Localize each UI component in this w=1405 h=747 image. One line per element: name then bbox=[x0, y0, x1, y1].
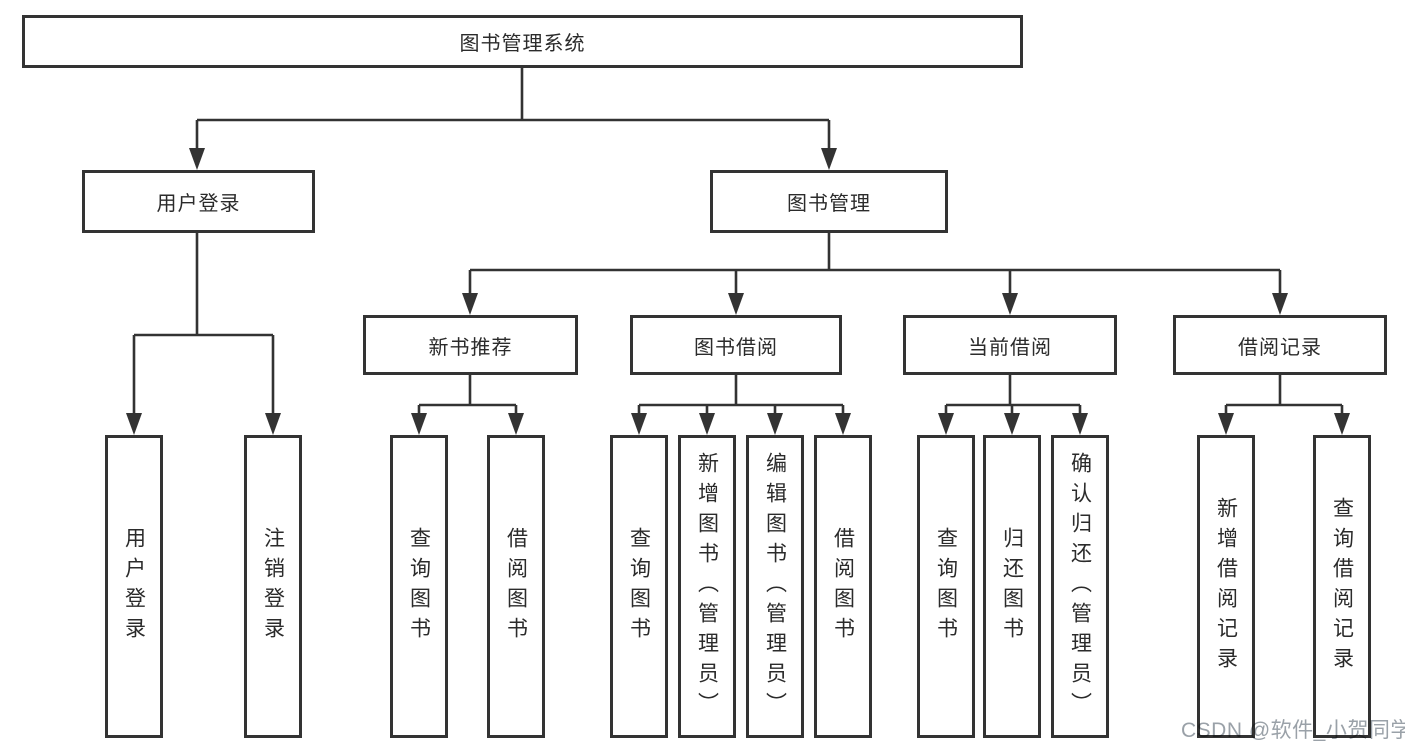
edge-user-login-to-leaves bbox=[132, 233, 275, 417]
edge-records-to-leaves bbox=[1224, 375, 1344, 417]
node-leaf-borrow-query-books: 查询图书 bbox=[610, 435, 668, 738]
node-borrow-records: 借阅记录 bbox=[1173, 315, 1387, 375]
node-leaf-records-query-record: 查询借阅记录 bbox=[1313, 435, 1371, 738]
node-leaf-recommend-query-books: 查询图书 bbox=[390, 435, 448, 738]
node-book-manage: 图书管理 bbox=[710, 170, 948, 233]
node-leaf-records-add-record: 新增借阅记录 bbox=[1197, 435, 1255, 738]
node-root-system: 图书管理系统 bbox=[22, 15, 1023, 68]
node-current-borrow: 当前借阅 bbox=[903, 315, 1117, 375]
node-leaf-current-query-books: 查询图书 bbox=[917, 435, 975, 738]
node-leaf-logout: 注销登录 bbox=[244, 435, 302, 738]
node-leaf-current-confirm-return: 确认归还（管理员） bbox=[1051, 435, 1109, 738]
node-leaf-borrow-add-books: 新增图书（管理员） bbox=[678, 435, 736, 738]
edge-current-to-leaves bbox=[944, 375, 1082, 417]
edge-book-manage-to-level3 bbox=[468, 233, 1282, 297]
node-leaf-current-return-books: 归还图书 bbox=[983, 435, 1041, 738]
node-leaf-user-login: 用户登录 bbox=[105, 435, 163, 738]
node-leaf-borrow-edit-books: 编辑图书（管理员） bbox=[746, 435, 804, 738]
node-leaf-borrow-borrow-books: 借阅图书 bbox=[814, 435, 872, 738]
edge-borrow-to-leaves bbox=[637, 375, 845, 417]
edge-recommend-to-leaves bbox=[417, 375, 518, 417]
node-new-book-recommend: 新书推荐 bbox=[363, 315, 578, 375]
node-user-login: 用户登录 bbox=[82, 170, 315, 233]
csdn-watermark: CSDN @软件_小贺同学 bbox=[1181, 719, 1405, 742]
node-leaf-recommend-borrow-books: 借阅图书 bbox=[487, 435, 545, 738]
node-book-borrow: 图书借阅 bbox=[630, 315, 842, 375]
edge-root-to-level2 bbox=[195, 68, 831, 152]
